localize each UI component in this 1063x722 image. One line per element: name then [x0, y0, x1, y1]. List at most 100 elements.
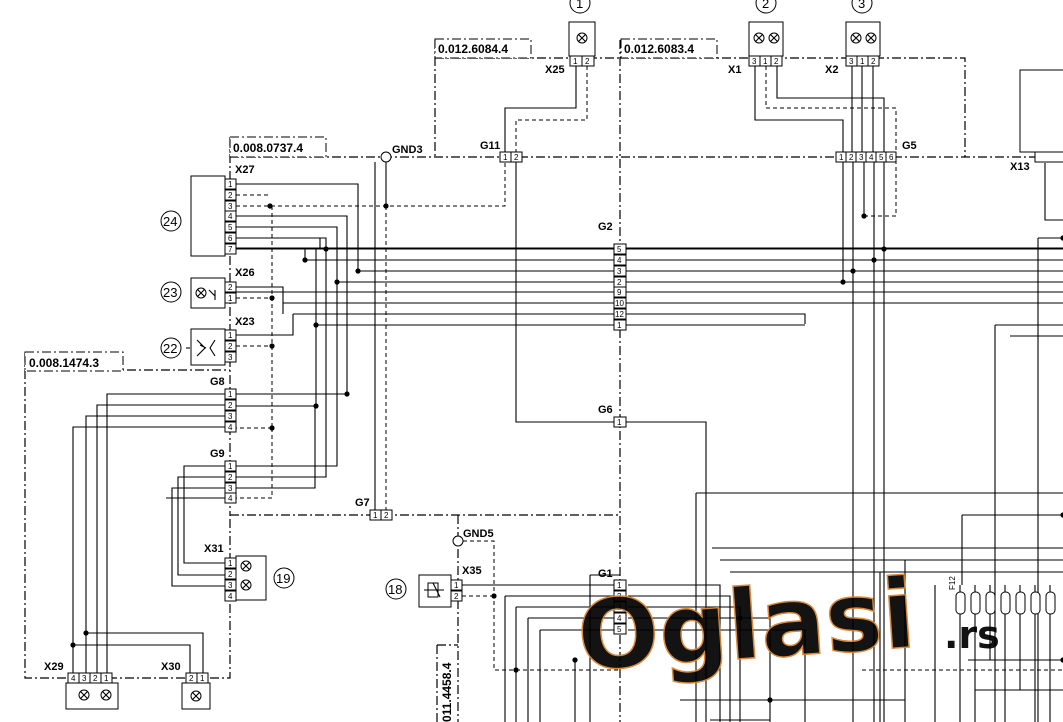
label-x30: X30 [161, 661, 181, 673]
pin: 1 [228, 180, 233, 189]
connector-x2: 3 1 2 X2 [825, 21, 881, 76]
pin: 6 [889, 153, 894, 162]
callout-24: 24 [163, 214, 177, 229]
pin: 3 [228, 202, 233, 211]
pin: 5 [617, 245, 622, 254]
connector-x35: X35 1 2 [418, 565, 482, 608]
pin: 2 [228, 570, 233, 579]
label-g11: G11 [480, 140, 500, 152]
callout-18: 18 [388, 582, 402, 597]
pin: 2 [774, 57, 779, 66]
g6-wires [515, 160, 707, 722]
pin: 4 [228, 212, 233, 221]
connector-g6: G6 1 [598, 404, 627, 428]
pin: 10 [615, 299, 624, 308]
x26-x23-wires [230, 206, 294, 499]
connector-x31: X31 1 2 3 4 [204, 543, 267, 602]
watermark-brand: Oglasi [574, 558, 919, 693]
label-g1: G1 [598, 568, 613, 580]
pin: 1 [839, 153, 844, 162]
pin: 1 [617, 321, 622, 330]
pin: 1 [228, 462, 233, 471]
pin: 7 [228, 245, 233, 254]
connector-x13: X13 [1010, 69, 1063, 173]
pin: 2 [189, 674, 194, 683]
watermark: Oglasi .rs [573, 557, 1000, 694]
g9-wires [166, 406, 316, 587]
label-x25: X25 [545, 64, 565, 76]
pin: 2 [228, 473, 233, 482]
pin: 5 [617, 625, 622, 634]
pin: 3 [617, 267, 622, 276]
pin: 1 [763, 57, 768, 66]
pin: 1 [573, 57, 578, 66]
pin: 1 [373, 511, 378, 520]
pin: 1 [228, 390, 233, 399]
bus-wires [230, 237, 1063, 326]
connector-x27: X27 1 2 3 4 5 6 7 [190, 164, 255, 257]
label-x13: X13 [1010, 161, 1030, 173]
pin: 4 [869, 153, 874, 162]
pin: 3 [617, 603, 622, 612]
callout-1: 1 [576, 0, 583, 11]
pin: 2 [384, 511, 389, 520]
label-x23: X23 [235, 316, 255, 328]
pin: 3 [849, 57, 854, 66]
label-g5: G5 [902, 140, 917, 152]
pin: 4 [228, 592, 233, 601]
pin: 1 [617, 418, 622, 427]
label-g9: G9 [210, 448, 225, 460]
label-x1: X1 [728, 64, 741, 76]
connector-x29: X29 4 3 2 1 [44, 661, 119, 710]
pin: 2 [454, 592, 459, 601]
label-x2: X2 [825, 64, 838, 76]
label-x31: X31 [204, 543, 224, 555]
pin: 9 [617, 288, 622, 297]
gnd3-wires [374, 151, 392, 515]
connector-x23: X23 1 2 3 [186, 316, 255, 366]
label-gnd3: GND3 [392, 144, 423, 156]
label-f12: F12 [948, 576, 957, 590]
pin: 4 [617, 256, 622, 265]
label-x26: X26 [235, 267, 255, 279]
pin: 1 [200, 674, 205, 683]
connector-x30: X30 2 1 [161, 661, 211, 710]
pin: 3 [228, 581, 233, 590]
pin: 2 [228, 342, 233, 351]
watermark-suffix: .rs [944, 613, 1000, 657]
pin: 3 [228, 484, 233, 493]
label-x29: X29 [44, 661, 64, 673]
pin: 1 [228, 331, 233, 340]
pin: 2 [617, 278, 622, 287]
connector-x1: 3 1 2 X1 [728, 21, 784, 76]
pin: 3 [752, 57, 757, 66]
g8-wires [72, 393, 347, 678]
pin: 1 [228, 559, 233, 568]
pin: 5 [879, 153, 884, 162]
label-g8: G8 [210, 376, 225, 388]
pin: 2 [849, 153, 854, 162]
pin: 1 [104, 674, 109, 683]
pin: 3 [228, 353, 233, 362]
pin: 1 [617, 581, 622, 590]
pin: 3 [859, 153, 864, 162]
frame-label-5: 011.4458.4 [440, 662, 454, 722]
connector-g11: 1 2 G11 [480, 140, 523, 163]
connector-g8: G8 1 2 3 4 [210, 376, 237, 433]
pin: 12 [615, 310, 624, 319]
pin: 2 [871, 57, 876, 66]
junctions [70, 203, 1063, 703]
pin: 3 [82, 674, 87, 683]
connector-x25: 1 2 X25 [545, 21, 596, 76]
frame-label-2: 0.012.6083.4 [624, 42, 694, 56]
pin: 4 [617, 614, 622, 623]
connector-x26: X26 2 1 [190, 267, 255, 309]
pin: 2 [93, 674, 98, 683]
pin: 4 [71, 674, 76, 683]
callout-3: 3 [858, 0, 865, 11]
pin: 2 [514, 153, 519, 162]
connector-g1: G1 1 2 3 4 5 [598, 568, 627, 635]
pin: 6 [228, 234, 233, 243]
frame-label-4: 0.008.1474.3 [29, 356, 99, 370]
